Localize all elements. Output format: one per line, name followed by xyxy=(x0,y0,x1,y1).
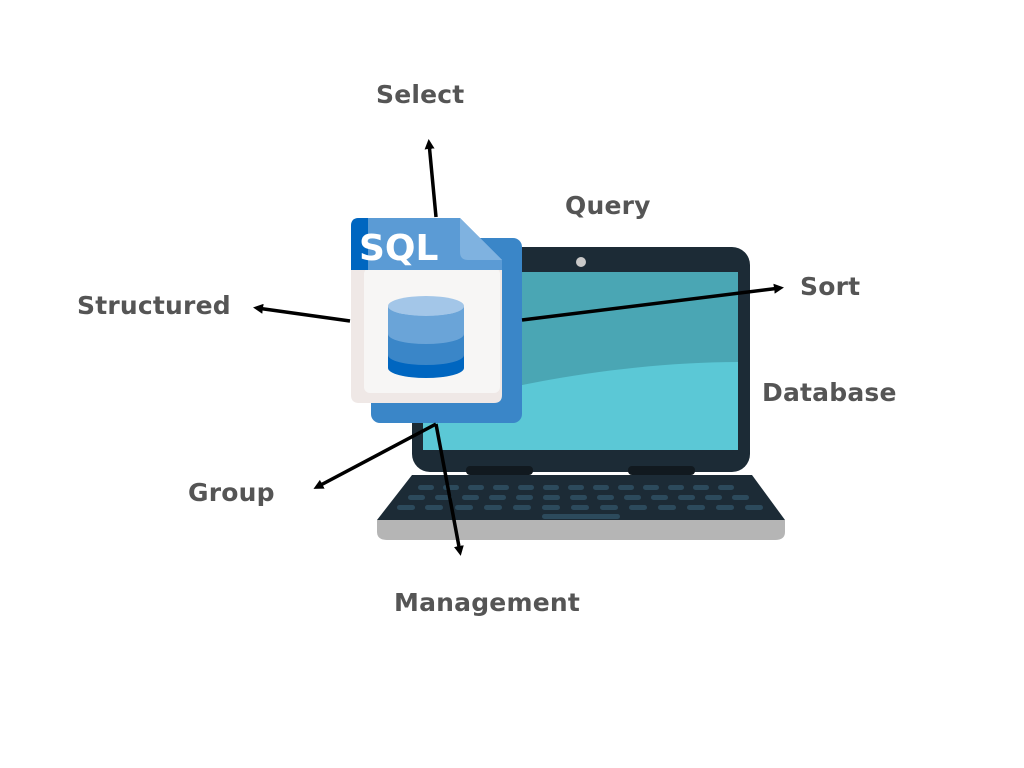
arrow-structured xyxy=(253,303,351,323)
arrow-sort xyxy=(521,283,784,322)
arrow-select xyxy=(424,139,438,218)
sql-file-database-icon: SQL xyxy=(351,218,522,423)
arrow-group xyxy=(313,422,437,489)
sql-label: SQL xyxy=(359,228,438,269)
label-structured: Structured xyxy=(77,291,231,320)
label-management: Management xyxy=(394,588,581,617)
label-database: Database xyxy=(762,378,897,407)
arrow-management xyxy=(434,423,464,556)
label-select: Select xyxy=(376,80,465,109)
label-query: Query xyxy=(565,191,651,220)
label-sort: Sort xyxy=(800,272,861,301)
arrows xyxy=(253,139,784,556)
label-group: Group xyxy=(188,478,275,507)
